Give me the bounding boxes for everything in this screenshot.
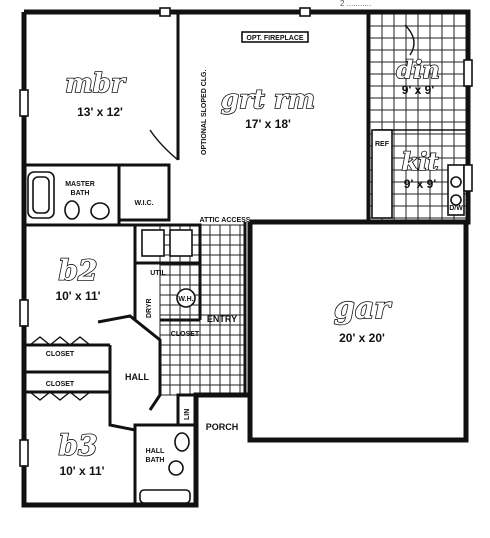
room-b2: b2 10' x 11'	[55, 253, 100, 303]
label-hall-bath-2: BATH	[146, 457, 165, 464]
room-din: din 9' x 9'	[396, 54, 441, 97]
room-name-kit: kit	[402, 147, 439, 176]
room-name-gar: gar	[334, 291, 392, 326]
label-closet-b3: CLOSET	[46, 381, 75, 388]
room-gar: gar 20' x 20'	[333, 290, 393, 345]
label-master-bath-2: BATH	[71, 190, 90, 197]
label-hall-bath-1: HALL	[146, 448, 165, 455]
room-name-b3: b3	[58, 429, 97, 462]
label-ref: REF	[375, 141, 390, 148]
room-name-din: din	[396, 55, 439, 84]
label-lin: LIN	[184, 409, 191, 420]
room-dim-gar: 20' x 20'	[339, 331, 385, 345]
room-dim-b3: 10' x 11'	[59, 464, 104, 478]
room-b3: b3 10' x 11'	[58, 428, 105, 478]
room-grt: grt rm 17' x 18'	[220, 84, 316, 131]
label-closet-b2: CLOSET	[46, 351, 75, 358]
room-dim-grt: 17' x 18'	[245, 117, 291, 131]
corner-text: 2 ...........	[340, 0, 371, 8]
interior-walls	[22, 12, 466, 507]
room-kit: kit 9' x 9'	[401, 146, 439, 191]
label-hall: HALL	[125, 372, 149, 382]
label-closet: CLOSET	[171, 331, 200, 338]
label-util: UTIL	[150, 270, 166, 277]
label-dw: D/W	[449, 205, 463, 212]
room-name-grt: grt rm	[221, 85, 315, 115]
room-dim-mbr: 13' x 12'	[77, 105, 123, 119]
label-wh: W.H.	[178, 296, 193, 303]
room-dim-din: 9' x 9'	[402, 83, 435, 97]
label-fireplace: OPT. FIREPLACE	[246, 35, 304, 42]
room-dim-b2: 10' x 11'	[55, 289, 100, 303]
label-master-bath-1: MASTER	[65, 181, 95, 188]
fixtures	[19, 7, 473, 504]
room-mbr: mbr 13' x 12'	[65, 68, 128, 119]
label-porch: PORCH	[206, 422, 239, 432]
label-optional-closet: OPTIONAL SLOPED CLG.	[201, 70, 208, 155]
room-dim-kit: 9' x 9'	[404, 177, 437, 191]
label-wic: W.I.C.	[134, 200, 153, 207]
room-name-b2: b2	[58, 254, 97, 287]
label-entry: ENTRY	[207, 314, 237, 324]
label-attic: ATTIC ACCESS	[200, 217, 251, 224]
label-dryer: DRYR	[146, 298, 153, 318]
room-name-mbr: mbr	[65, 69, 127, 99]
